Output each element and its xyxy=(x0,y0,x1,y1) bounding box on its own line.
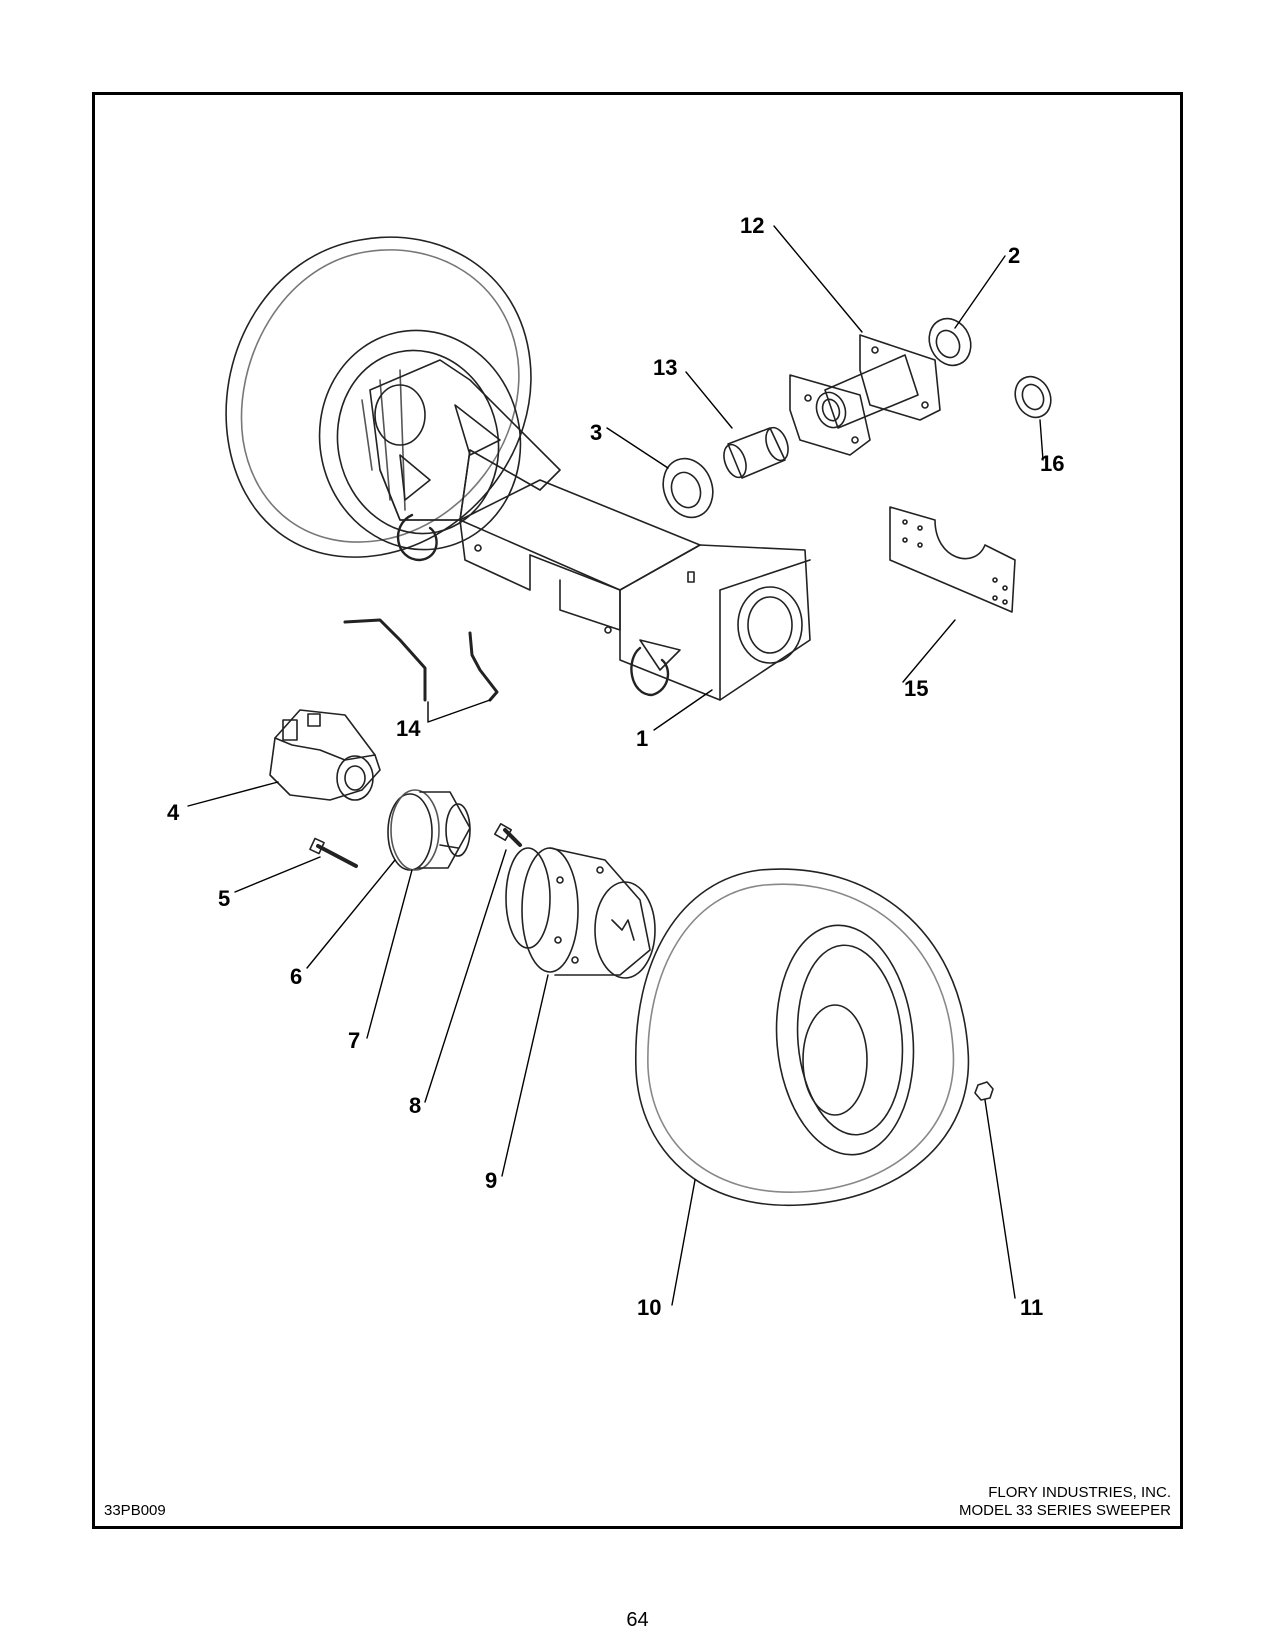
hub-part9 xyxy=(505,847,656,979)
callout-15: 15 xyxy=(904,676,929,701)
drawing-number: 33PB009 xyxy=(104,1502,166,1519)
page-number: 64 xyxy=(626,1609,649,1631)
axle-frame xyxy=(369,359,811,701)
bushing-part13 xyxy=(723,426,789,479)
callout-13: 13 xyxy=(653,355,678,380)
mounting-plate-part15 xyxy=(889,506,1016,613)
hoses-part14 xyxy=(343,618,499,702)
callout-4: 4 xyxy=(167,800,180,825)
bolt-part8 xyxy=(494,823,522,847)
spacer-parts6-7 xyxy=(387,789,471,871)
callout-14: 14 xyxy=(396,716,421,741)
callout-16: 16 xyxy=(1040,451,1065,476)
bearing-part2 xyxy=(928,317,972,367)
callout-5: 5 xyxy=(218,886,231,911)
title-block: FLORY INDUSTRIES, INC. MODEL 33 SERIES S… xyxy=(959,1484,1171,1520)
callout-3: 3 xyxy=(590,420,603,445)
leader-lines xyxy=(187,225,1044,1306)
callout-8: 8 xyxy=(409,1093,422,1118)
callout-12: 12 xyxy=(740,213,765,238)
callout-1: 1 xyxy=(636,726,649,751)
bolt-part5 xyxy=(309,837,358,868)
callout-10: 10 xyxy=(637,1295,662,1320)
callout-2: 2 xyxy=(1008,243,1021,268)
lug-nut-part11 xyxy=(974,1081,994,1101)
front-tire-part10 xyxy=(635,868,970,1207)
hydraulic-motor-part4 xyxy=(269,709,381,801)
callout-9: 9 xyxy=(485,1168,498,1193)
washer-part16 xyxy=(1014,375,1052,419)
callout-6: 6 xyxy=(290,964,303,989)
model-name: MODEL 33 SERIES SWEEPER xyxy=(958,1502,1171,1519)
callout-7: 7 xyxy=(348,1028,361,1053)
drawing-border xyxy=(92,92,1183,1529)
bearing-part3 xyxy=(662,457,714,519)
rear-tire xyxy=(225,236,532,558)
pivot-mount-part12 xyxy=(789,334,941,456)
callout-11: 11 xyxy=(1020,1295,1044,1320)
company-name: FLORY INDUSTRIES, INC. xyxy=(988,1484,1171,1501)
